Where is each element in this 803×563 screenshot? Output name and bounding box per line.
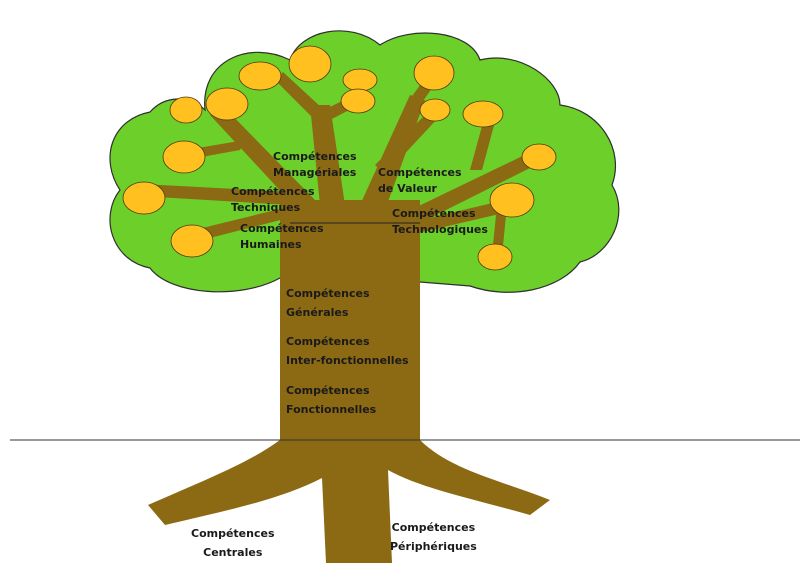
branch-managerial-left bbox=[275, 72, 322, 118]
fruit-circle-7 bbox=[413, 55, 455, 91]
branch-technologiques-down bbox=[492, 205, 507, 256]
tree-wood bbox=[140, 72, 550, 563]
fruit-circle-9 bbox=[462, 100, 504, 128]
fruit-circle-13 bbox=[162, 140, 206, 174]
fruit-circle-10 bbox=[521, 143, 557, 171]
fruit-circle-3 bbox=[238, 61, 282, 91]
fruit-circle-1 bbox=[169, 96, 203, 124]
fruit-circle-4 bbox=[288, 45, 332, 83]
branch-managerial bbox=[310, 105, 345, 205]
branch-technologiques-up bbox=[470, 115, 496, 170]
branch-humaines bbox=[186, 205, 300, 243]
fruit-circle-12 bbox=[477, 243, 513, 271]
branch-techniques bbox=[210, 105, 315, 212]
fruit-circle-2 bbox=[205, 87, 249, 121]
fruit-circle-6 bbox=[340, 88, 376, 114]
trunk bbox=[148, 200, 550, 563]
branch-technologiques bbox=[400, 150, 542, 228]
fruit-circle-14 bbox=[122, 181, 166, 215]
fruit-circle-5 bbox=[342, 68, 378, 92]
fruits bbox=[122, 45, 557, 271]
branch-technologiques-low bbox=[400, 200, 508, 236]
fruit-circle-11 bbox=[489, 182, 535, 218]
branch-value-mid bbox=[375, 110, 438, 175]
fruit-circle-8 bbox=[419, 98, 451, 122]
branch-left-low bbox=[140, 184, 292, 205]
fruit-circle-15 bbox=[170, 224, 214, 258]
